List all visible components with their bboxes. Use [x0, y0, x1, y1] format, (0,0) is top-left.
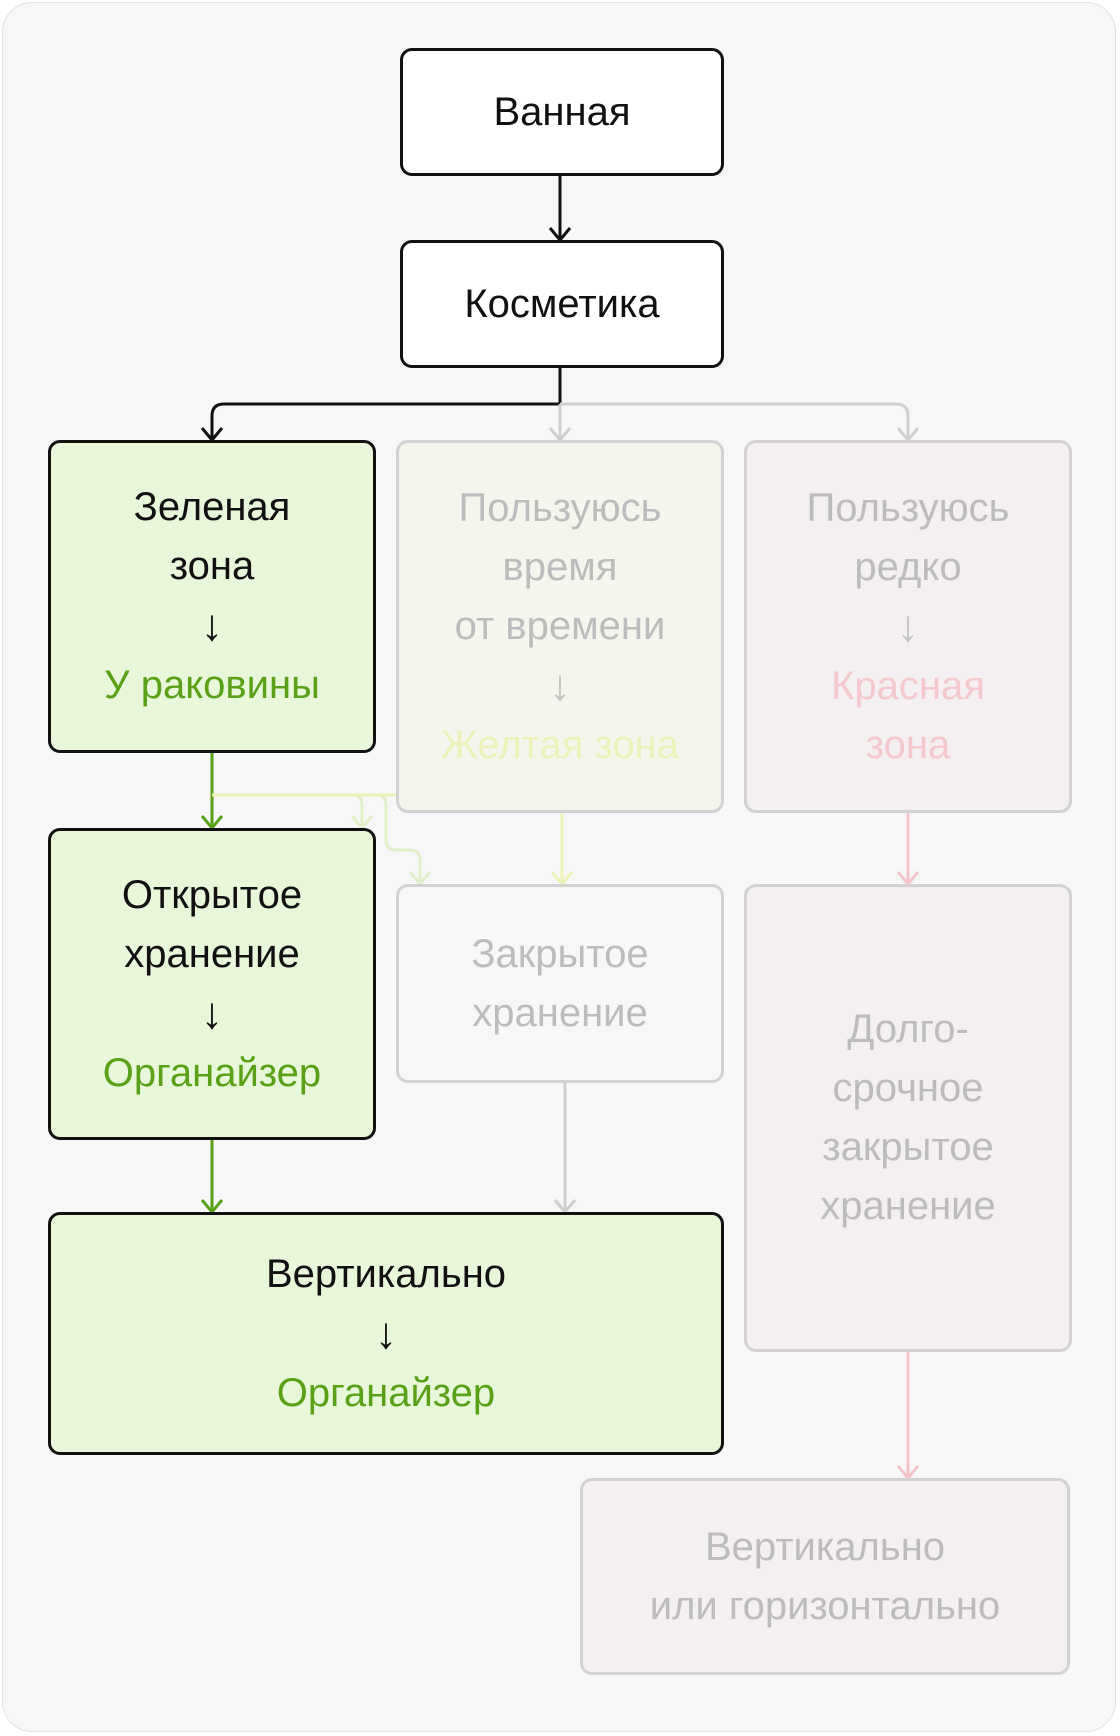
long-term-line-2: срочное [832, 1066, 984, 1110]
connector-closed-vertical [553, 1083, 577, 1215]
node-closed-storage: Закрытое хранение [396, 884, 724, 1083]
node-cosmetics-label: Косметика [464, 281, 660, 326]
arrow-down-icon: ↓ [201, 601, 223, 650]
vertical-result: Органайзер [276, 1370, 496, 1415]
connector-green-open [200, 753, 224, 831]
connector-open-vertical [200, 1140, 224, 1215]
arrow-down-icon: ↓ [375, 1308, 397, 1358]
vertical-label: Вертикально [265, 1251, 507, 1296]
arrow-down-icon: ↓ [201, 988, 223, 1038]
yellow-zone-result: Желтая зона [440, 722, 680, 767]
open-storage-result: Органайзер [102, 1050, 322, 1095]
vert-horiz-line-1: Вертикально [704, 1524, 946, 1569]
arrow-down-icon: ↓ [897, 601, 919, 651]
closed-storage-line-1: Закрытое [471, 931, 649, 976]
yellow-zone-line-3: от времени [454, 603, 666, 648]
long-term-line-1: Долго- [847, 1007, 969, 1051]
red-zone-line-2: редко [854, 544, 962, 589]
node-bathroom: Ванная [400, 48, 724, 176]
node-vertical: Вертикально ↓ Органайзер [48, 1212, 724, 1455]
yellow-zone-line-1: Пользуюсь [458, 485, 662, 530]
open-storage-line-1: Открытое [121, 872, 303, 917]
green-zone-result: У раковины [104, 663, 320, 707]
green-zone-line-2: зона [169, 544, 255, 588]
connector-red-longterm [896, 813, 920, 887]
green-zone-line-1: Зеленая [133, 485, 291, 529]
node-open-storage: Открытое хранение ↓ Органайзер [48, 828, 376, 1140]
node-bathroom-label: Ванная [493, 89, 631, 134]
red-zone-result-2: зона [865, 722, 951, 767]
node-cosmetics: Косметика [400, 240, 724, 368]
red-zone-line-1: Пользуюсь [806, 485, 1010, 530]
node-long-term-storage: Долго- срочное закрытое хранение [744, 884, 1072, 1352]
connector-bathroom-cosmetics [548, 176, 572, 243]
connector-cosmetics-yellow-red [548, 402, 920, 443]
connector-cosmetics-green [200, 368, 562, 443]
arrow-down-icon: ↓ [549, 660, 571, 710]
open-storage-line-2: хранение [124, 931, 300, 976]
node-green-zone: Зеленая зона ↓ У раковины [48, 440, 376, 753]
connector-longterm-verthoriz [896, 1352, 920, 1481]
node-red-zone: Пользуюсь редко ↓ Красная зона [744, 440, 1072, 813]
node-yellow-zone: Пользуюсь время от времени ↓ Желтая зона [396, 440, 724, 813]
vert-horiz-line-2: или горизонтально [649, 1583, 1001, 1628]
closed-storage-line-2: хранение [472, 990, 648, 1035]
long-term-line-4: хранение [820, 1184, 996, 1228]
red-zone-result-1: Красная [831, 663, 985, 708]
node-vertical-or-horizontal: Вертикально или горизонтально [580, 1478, 1070, 1675]
yellow-zone-line-2: время [502, 544, 618, 589]
long-term-line-3: закрытое [822, 1125, 994, 1169]
